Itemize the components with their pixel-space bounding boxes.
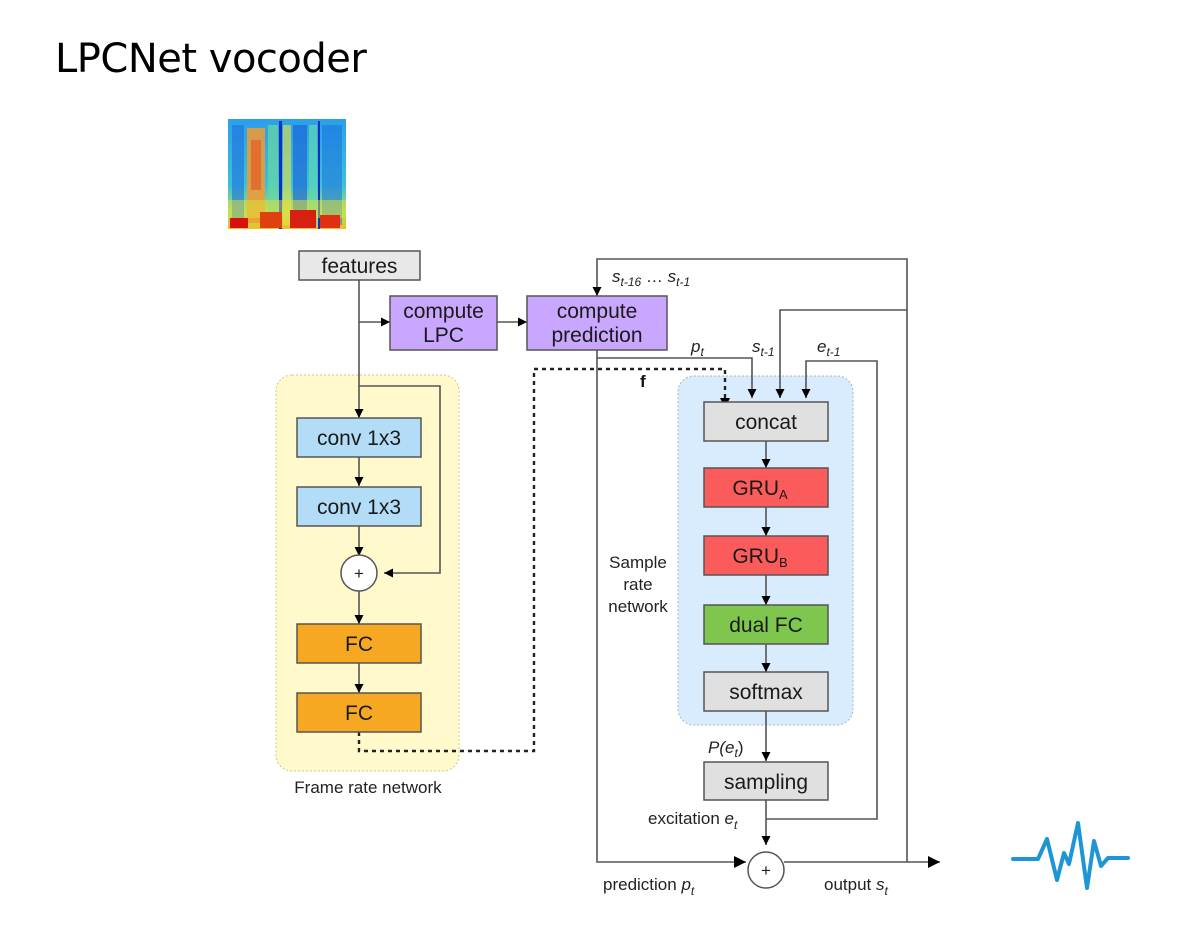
svg-text:conv 1x3: conv 1x3 [317,496,401,519]
frame-rate-network-label: Frame rate network [294,778,442,797]
output-add-node: + [747,851,785,889]
gru-b-block: GRUB [703,535,829,576]
svg-text:+: + [761,861,771,880]
compute-prediction-block: compute prediction [526,295,668,351]
fc-block-2: FC [296,692,422,733]
prediction-label: prediction pt [603,875,695,898]
svg-text:GRUB: GRUB [732,545,787,570]
residual-add-node: + [340,554,378,592]
concat-block: concat [703,401,829,442]
svg-text:compute: compute [403,300,484,323]
svg-text:concat: concat [735,411,797,434]
compute-lpc-block: compute LPC [389,295,498,351]
svg-text:FC: FC [345,633,373,656]
pet-label: P(et) [708,738,743,760]
svg-text:FC: FC [345,702,373,725]
history-samples-label: st-16 … st-1 [612,267,690,289]
dual-fc-block: dual FC [703,604,829,645]
svg-text:network: network [608,597,668,616]
st1-label: st-1 [752,337,775,359]
waveform-icon [1011,821,1130,890]
connections [354,258,940,868]
svg-text:softmax: softmax [729,681,803,704]
fc-block-1: FC [296,623,422,664]
slide-title: LPCNet vocoder [55,36,367,82]
svg-text:rate: rate [623,575,652,594]
output-label: output st [824,875,889,898]
spectrogram-image [228,119,346,229]
svg-text:Sample: Sample [609,553,667,572]
gru-a-block: GRUA [703,467,829,508]
svg-text:LPC: LPC [423,324,464,347]
svg-text:conv 1x3: conv 1x3 [317,427,401,450]
svg-text:features: features [322,255,398,278]
et1-label: et-1 [817,337,840,359]
svg-text:compute: compute [557,300,638,323]
conv-1x3-block-1: conv 1x3 [296,417,422,458]
softmax-block: softmax [703,671,829,712]
sample-rate-network-label: Sample rate network [608,553,668,616]
conv-1x3-block-2: conv 1x3 [296,486,422,527]
features-block: features [298,250,421,281]
svg-text:prediction: prediction [551,324,642,347]
pt-label: pt [690,337,704,359]
svg-text:dual FC: dual FC [729,614,803,637]
excitation-label: excitation et [648,809,738,832]
svg-text:GRUA: GRUA [732,477,788,502]
sampling-block: sampling [703,761,829,801]
f-label: f [640,372,646,391]
svg-text:sampling: sampling [724,771,808,794]
svg-text:+: + [354,564,364,583]
